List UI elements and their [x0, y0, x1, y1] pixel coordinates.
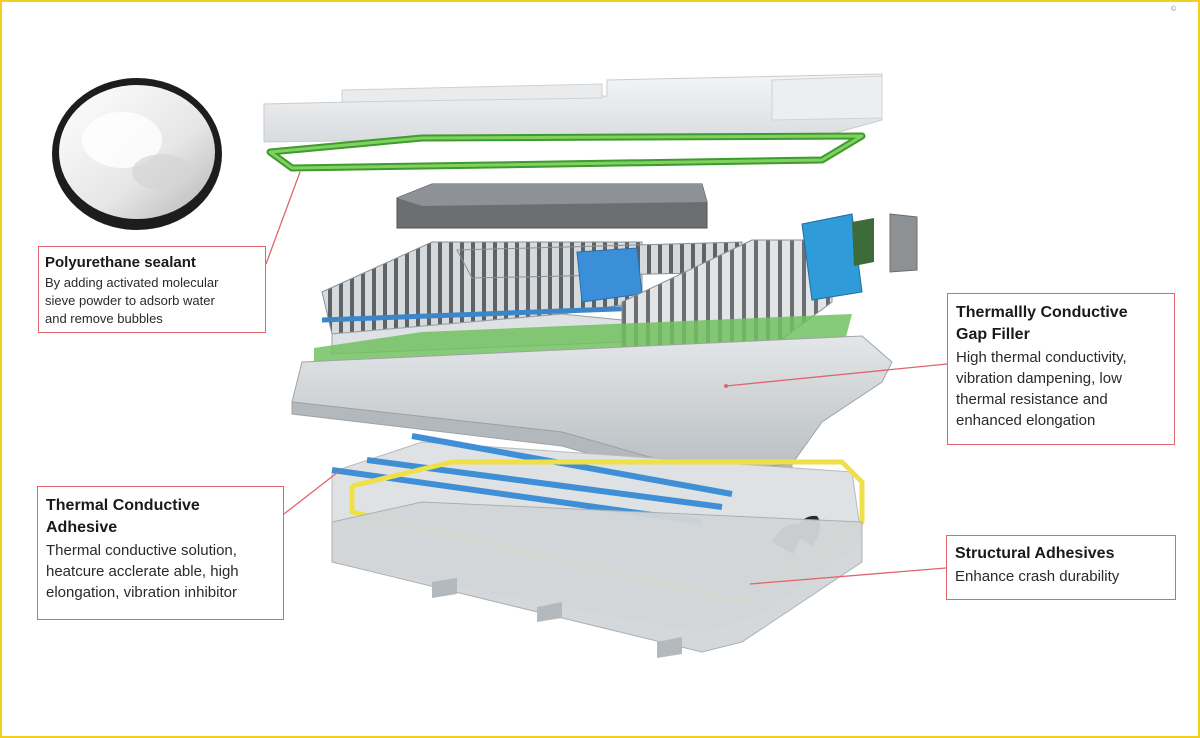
- top-cover: [263, 73, 883, 143]
- callout-structural-adhesives: Structural Adhesives Enhance crash durab…: [946, 535, 1176, 600]
- leader-lines: [265, 171, 948, 585]
- callout-gap-filler: Thermallly Conductive Gap Filler High th…: [947, 293, 1175, 445]
- callout-title: Thermal Conductive Adhesive: [46, 497, 200, 536]
- callout-title: Structural Adhesives: [955, 545, 1115, 562]
- callout-description: High thermal conductivity, vibration dam…: [956, 349, 1127, 429]
- busbar-cover: [396, 183, 708, 229]
- callout-description: By adding activated molecular sieve powd…: [45, 275, 219, 326]
- leader-gap-filler: [725, 363, 948, 387]
- callout-title: Thermallly Conductive Gap Filler: [956, 304, 1128, 343]
- leader-polyurethane: [265, 171, 301, 265]
- callout-polyurethane-sealant: Polyurethane sealant By adding activated…: [38, 246, 266, 333]
- polyurethane-sealant-ring: [266, 132, 866, 172]
- callout-description: Enhance crash durability: [955, 568, 1120, 585]
- callout-thermal-adhesive: Thermal Conductive Adhesive Thermal cond…: [37, 486, 284, 620]
- bottom-plate: [331, 501, 863, 658]
- copyright-mark: ©: [1171, 6, 1177, 13]
- callout-title: Polyurethane sealant: [45, 254, 196, 271]
- leader-thermal-adhesive: [283, 471, 339, 515]
- leader-structural: [749, 567, 947, 585]
- callout-description: Thermal conductive solution, heatcure ac…: [46, 542, 239, 601]
- molecular-sieve-powder-photo: [52, 78, 222, 230]
